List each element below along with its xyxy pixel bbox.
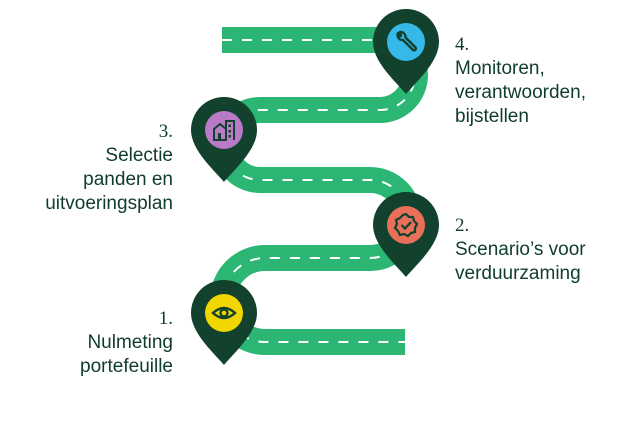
step-number: 4. (455, 34, 470, 55)
badge-check-icon (393, 212, 419, 238)
step-number: 3. (158, 121, 173, 142)
pin-step-3 (191, 97, 257, 182)
pin-badge (387, 206, 425, 244)
pin-badge (205, 111, 243, 149)
step-number: 2. (455, 215, 470, 236)
pin-badge (205, 294, 243, 332)
buildings-icon (213, 120, 235, 141)
eye-icon (211, 306, 237, 320)
wrench-icon (396, 30, 417, 52)
step-text: Monitoren, verantwoorden, bijstellen (455, 58, 586, 127)
step-1-label: 1. Nulmeting portefeuille (80, 307, 173, 379)
pin-step-4 (373, 9, 439, 94)
step-2-label: 2. Scenario’s voor verduurzaming (455, 214, 586, 286)
step-text: Selectie panden en uitvoeringsplan (45, 145, 173, 214)
step-text: Scenario’s voor verduurzaming (455, 239, 586, 284)
step-4-label: 4. Monitoren, verantwoorden, bijstellen (455, 33, 586, 129)
pin-step-1 (191, 280, 257, 365)
step-3-label: 3. Selectie panden en uitvoeringsplan (45, 120, 173, 216)
step-number: 1. (158, 308, 173, 329)
pin-step-2 (373, 192, 439, 277)
step-text: Nulmeting portefeuille (80, 332, 173, 377)
